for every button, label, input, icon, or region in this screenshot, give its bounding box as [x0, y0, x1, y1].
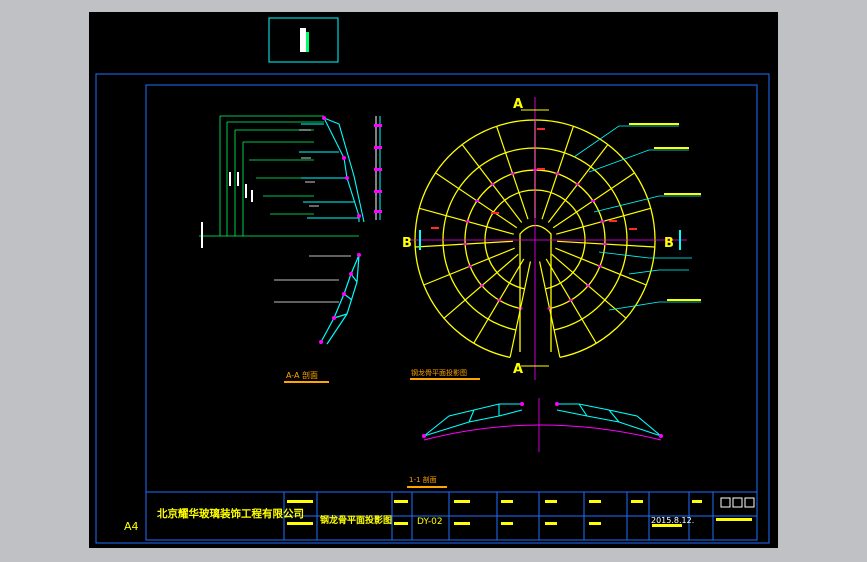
section-mark-a-top: A: [513, 97, 523, 112]
preview-glyph-side: [306, 32, 309, 52]
fan-node: [597, 265, 602, 268]
fan-node: [602, 243, 607, 246]
view-title-section-11: 1-1 剖面: [409, 475, 437, 484]
plan-view: [409, 97, 701, 380]
side-elevation: [199, 115, 382, 248]
fan-node: [547, 307, 552, 310]
section-mark-b-right: B: [664, 236, 674, 251]
drawing-title: 钢龙骨平面投影图: [320, 514, 392, 526]
view-title-section-aa: A-A 剖面: [286, 370, 318, 380]
section-aa: [274, 253, 361, 383]
preview-glyph: [300, 28, 306, 52]
company-name: 北京耀华玻璃装饰工程有限公司: [157, 507, 304, 520]
fan-node: [600, 220, 605, 223]
fan-node: [479, 284, 484, 287]
outer-frame: [95, 73, 770, 544]
fan-node: [555, 172, 560, 175]
fan-node: [586, 284, 591, 287]
cad-drawing: A A B B A-A 剖面 钢龙骨平面投影图 1-1 剖面 A4 北京耀华玻璃…: [95, 17, 770, 544]
cad-drawing-viewport[interactable]: A A B B A-A 剖面 钢龙骨平面投影图 1-1 剖面 A4 北京耀华玻璃…: [89, 12, 778, 548]
section-11: [407, 398, 663, 488]
fan-node: [490, 183, 495, 186]
fan-node: [497, 299, 502, 302]
fan-node: [510, 172, 515, 175]
section-mark-b-left: B: [402, 236, 412, 251]
view-title-plan: 钢龙骨平面投影图: [411, 368, 467, 377]
fan-node: [591, 199, 595, 202]
fan-node: [463, 243, 468, 246]
fan-node: [568, 299, 573, 302]
fan-node: [475, 199, 479, 202]
fan-node: [465, 220, 470, 223]
title-block: [145, 491, 758, 541]
drawing-number: DY-02: [417, 517, 443, 527]
sheet-size-label: A4: [124, 520, 139, 533]
fan-node: [468, 265, 473, 268]
section-mark-a-bottom: A: [513, 362, 523, 377]
preview-box: [268, 17, 339, 63]
plan-title-underline: [410, 378, 480, 380]
drawing-date: 2015.8.12.: [651, 516, 694, 525]
fan-node: [575, 183, 580, 186]
